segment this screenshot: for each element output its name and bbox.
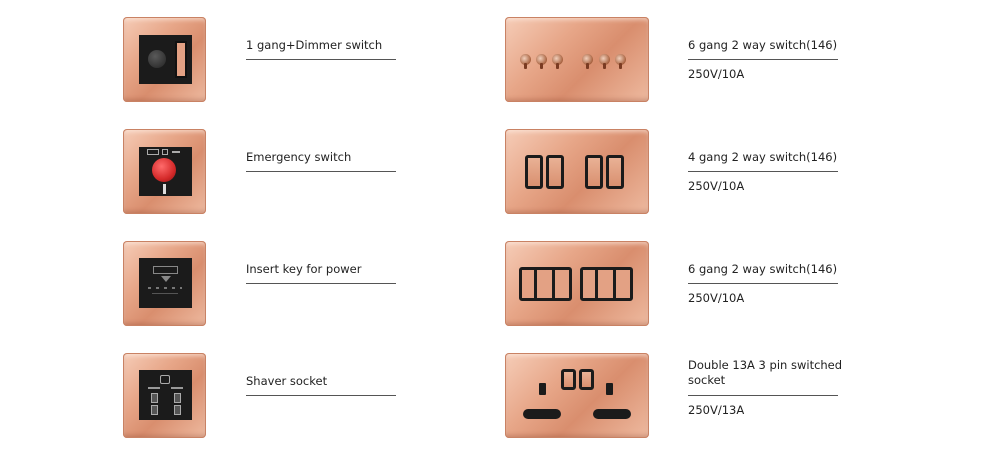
keycard-slot-icon [153,266,178,274]
item-rule [688,283,838,284]
product-image-dimmer-switch [123,17,206,102]
shaver-socket-icon [160,375,170,384]
rocker-switch-icon [579,369,594,390]
three-pin-socket-icon [539,383,546,395]
rocker-switch-icon [561,369,576,390]
rocker-switch-icon [525,155,543,189]
item-label-r2: 4 gang 2 way switch(146) [688,150,838,164]
item-spec-r2: 250V/10A [688,179,745,193]
product-image-emergency-switch [123,129,206,214]
product-image-6-gang-toggle-switch [505,17,649,102]
product-image-6-gang-switch [505,241,649,326]
toggle-switch-icon [582,54,593,69]
item-rule [688,171,838,172]
item-label-r1: 6 gang 2 way switch(146) [688,38,838,52]
toggle-switch-icon [599,54,610,69]
item-label-4: Shaver socket [246,374,328,388]
rocker-switch-icon [546,155,564,189]
item-label-1: 1 gang+Dimmer switch [246,38,383,52]
item-rule [246,283,396,284]
rocker-switch-icon [585,155,603,189]
item-spec-r3: 250V/10A [688,291,745,305]
toggle-switch-icon [520,54,531,69]
item-spec-r4: 250V/13A [688,403,745,417]
item-label-r3: 6 gang 2 way switch(146) [688,262,838,276]
item-rule [688,395,838,396]
toggle-switch-icon [615,54,626,69]
item-rule [688,59,838,60]
product-image-shaver-socket [123,353,206,438]
item-label-r4: Double 13A 3 pin switched socket [688,358,843,387]
rocker-switch-icon [606,155,624,189]
item-rule [246,59,396,60]
item-spec-r1: 250V/10A [688,67,745,81]
dimmer-knob-icon [148,50,166,68]
product-image-4-gang-switch [505,129,649,214]
rocker-switch-icon [175,41,187,78]
item-label-2: Emergency switch [246,150,352,164]
product-image-keycard-switch [123,241,206,326]
item-label-3: Insert key for power [246,262,362,276]
product-image-double-socket [505,353,649,438]
toggle-switch-icon [536,54,547,69]
item-rule [246,171,396,172]
three-pin-socket-icon [606,383,613,395]
toggle-switch-icon [552,54,563,69]
item-rule [246,395,396,396]
emergency-button-icon [152,158,176,182]
